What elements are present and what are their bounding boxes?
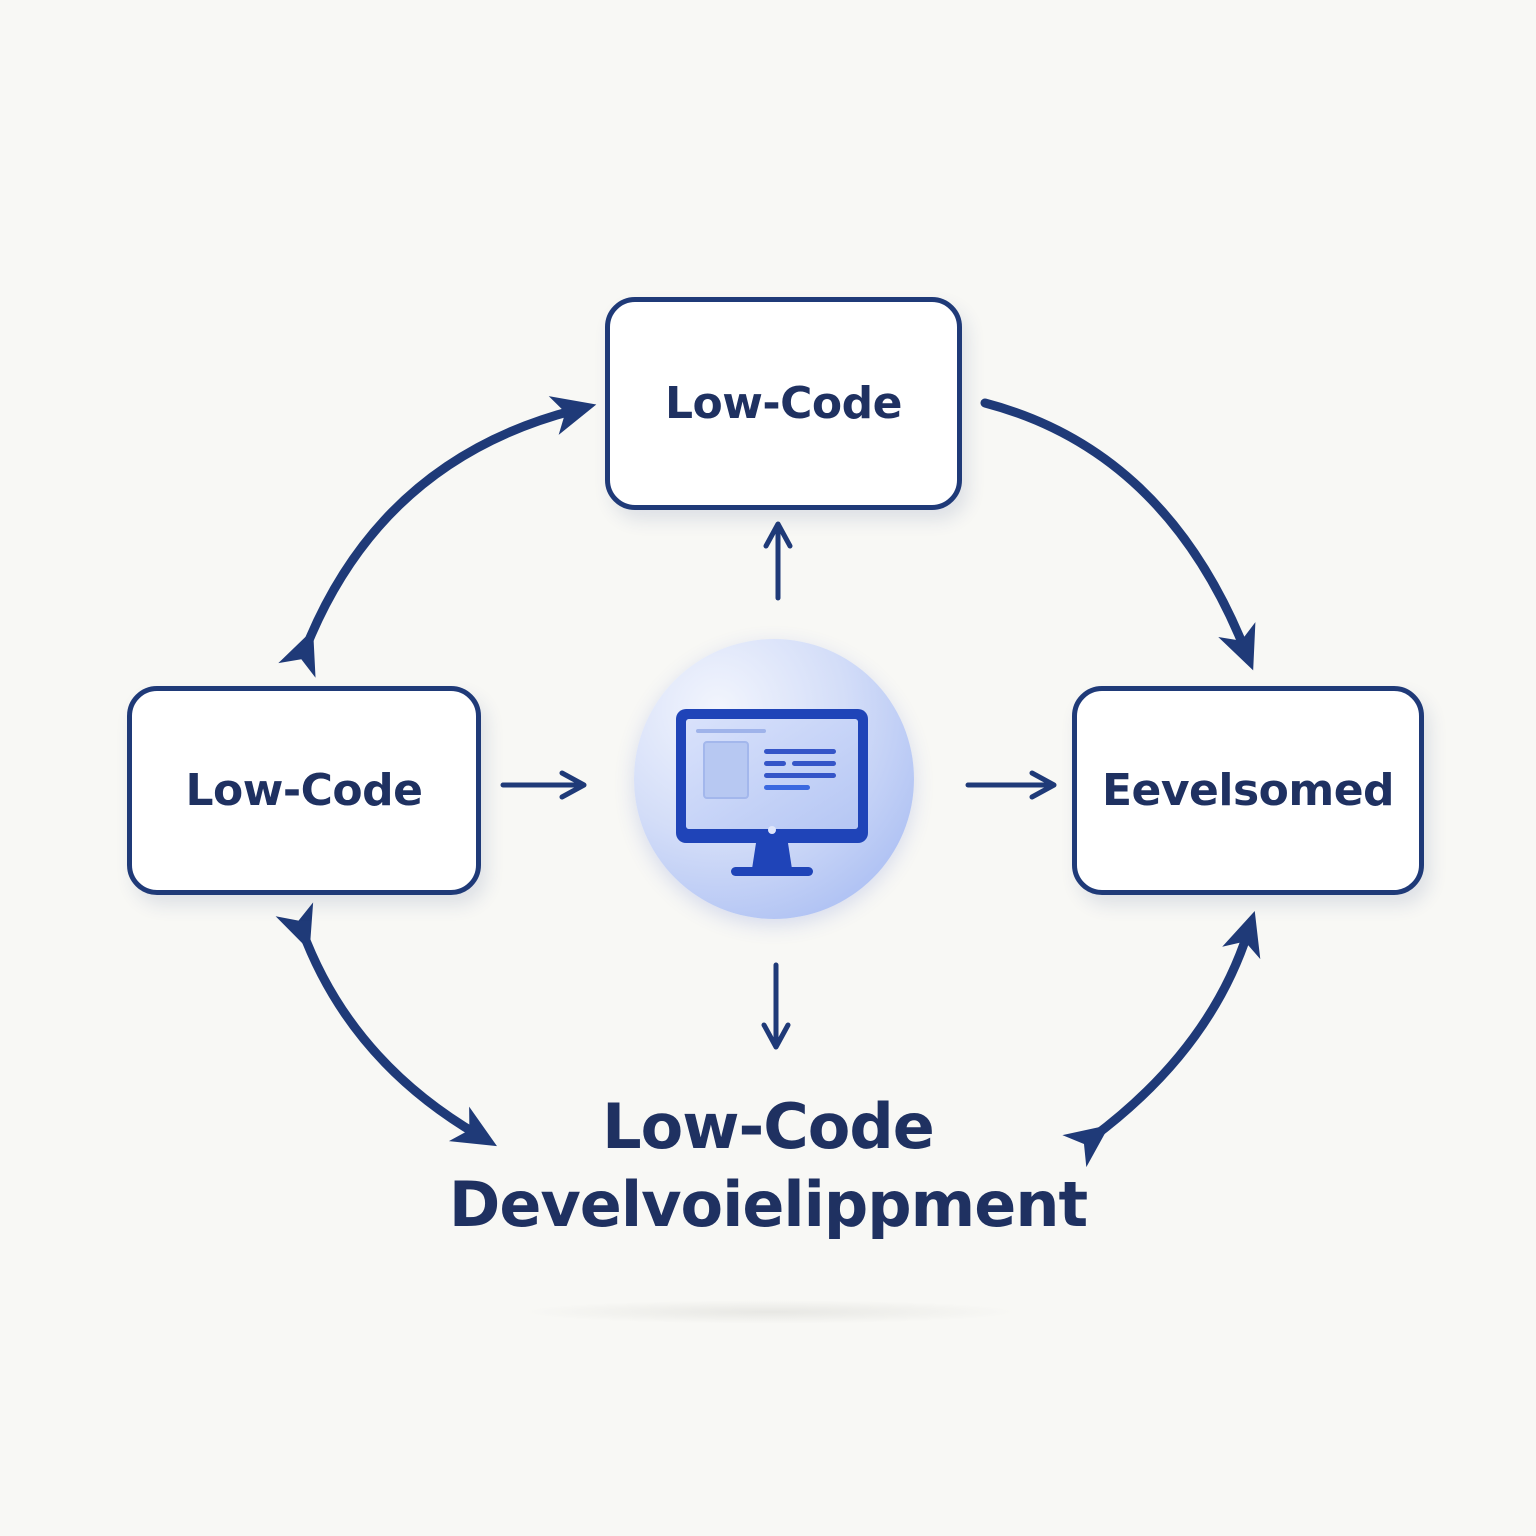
floor-shadow — [520, 1300, 1020, 1324]
arc-bottom-left — [275, 902, 497, 1147]
hub-circle — [634, 639, 914, 919]
node-right-label: Eevelsomed — [1101, 765, 1395, 816]
node-left: Low-Code — [127, 686, 481, 895]
arc-bottom-right — [1062, 911, 1261, 1168]
node-top: Low-Code — [605, 297, 962, 510]
caption-line-1: Low-Code — [602, 1090, 935, 1163]
node-right: Eevelsomed — [1072, 686, 1424, 895]
arc-top-right — [980, 398, 1256, 671]
node-left-label: Low-Code — [185, 765, 423, 816]
arc-top-left — [278, 396, 597, 678]
node-top-label: Low-Code — [664, 378, 903, 429]
caption-line-2: Develvoielippment — [448, 1168, 1088, 1241]
caption: Low-Code Develvoielippment — [368, 1088, 1168, 1244]
monitor-icon — [676, 709, 868, 876]
